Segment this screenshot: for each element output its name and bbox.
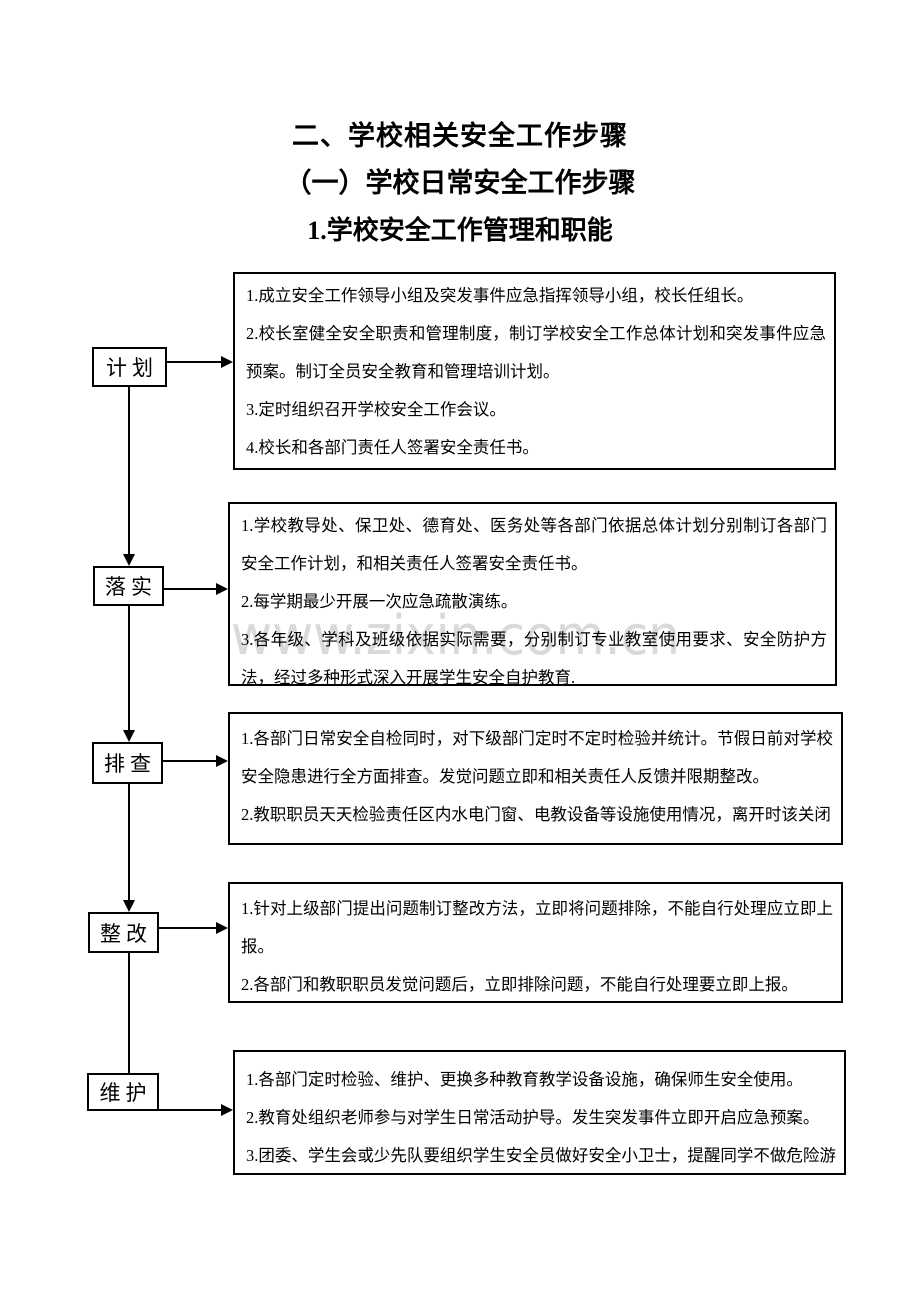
flow-detail-plan: 1.成立安全工作领导小组及突发事件应急指挥领导小组，校长任组长。 2.校长室健全… <box>233 272 836 470</box>
connector-plan-to-implement-arrowhead-icon <box>123 554 135 566</box>
connector-inspect-to-rectify <box>128 784 130 901</box>
inspect-item: 2.教职职员天天检验责任区内水电门窗、电教设备等设施使用情况，离开时该关闭 <box>241 805 831 824</box>
heading-level2: （一）学校日常安全工作步骤 <box>284 168 636 198</box>
plan-item: 2.校长室健全安全职责和管理制度，制订学校安全工作总体计划和突发事件应急预案。制… <box>246 324 826 381</box>
flow-step-rectify-label: 整改 <box>100 921 152 946</box>
flow-step-maintain-label: 维护 <box>99 1081 152 1105</box>
implement-item: 3.各年级、学科及班级依据实际需要，分别制订专业教室使用要求、安全防护方法，经过… <box>241 630 827 686</box>
flow-step-plan: 计划 <box>92 347 167 387</box>
rectify-item: 2.各部门和教职职员发觉问题后，立即排除问题，不能自行处理要立即上报。 <box>241 975 798 994</box>
flow-detail-rectify: 1.针对上级部门提出问题制订整改方法，立即将问题排除，不能自行处理应立即上报。 … <box>228 882 843 1003</box>
connector-implement-to-inspect <box>128 606 130 731</box>
maintain-item: 1.各部门定时检验、维护、更换多种教育教学设备设施，确保师生安全使用。 <box>246 1070 803 1089</box>
flow-step-maintain: 维护 <box>87 1073 159 1111</box>
flow-detail-implement: 1.学校教导处、保卫处、德育处、医务处等各部门依据总体计划分别制订各部门安全工作… <box>228 502 837 686</box>
connector-inspect-arrowhead-icon <box>216 755 228 767</box>
flow-detail-inspect: 1.各部门日常安全自检同时，对下级部门定时不定时检验并统计。节假日前对学校安全隐… <box>228 712 843 845</box>
inspect-item: 1.各部门日常安全自检同时，对下级部门定时不定时检验并统计。节假日前对学校安全隐… <box>241 729 833 786</box>
connector-maintain-arrow <box>159 1109 222 1111</box>
connector-rectify-to-maintain <box>128 953 130 1073</box>
connector-implement-arrow <box>164 588 217 590</box>
connector-rectify-arrow <box>159 927 217 929</box>
flow-detail-maintain: 1.各部门定时检验、维护、更换多种教育教学设备设施，确保师生安全使用。 2.教育… <box>233 1050 846 1175</box>
implement-item: 2.每学期最少开展一次应急疏散演练。 <box>241 592 518 611</box>
connector-plan-arrowhead-icon <box>221 356 233 368</box>
plan-item: 3.定时组织召开学校安全工作会议。 <box>246 400 506 419</box>
connector-plan-to-implement <box>128 387 130 555</box>
flow-step-rectify: 整改 <box>88 912 159 953</box>
flow-step-inspect: 排查 <box>92 742 163 784</box>
plan-item: 1.成立安全工作领导小组及突发事件应急指挥领导小组，校长任组长。 <box>246 286 754 305</box>
connector-implement-arrowhead-icon <box>216 583 228 595</box>
flow-step-inspect-label: 排查 <box>104 752 156 776</box>
connector-maintain-arrowhead-icon <box>221 1104 233 1116</box>
connector-implement-to-inspect-arrowhead-icon <box>123 730 135 742</box>
flow-step-plan-label: 计划 <box>106 356 158 380</box>
connector-rectify-arrowhead-icon <box>216 922 228 934</box>
maintain-item: 3.团委、学生会或少先队要组织学生安全员做好安全小卫士，提醒同学不做危险游 <box>246 1146 836 1165</box>
rectify-item: 1.针对上级部门提出问题制订整改方法，立即将问题排除，不能自行处理应立即上报。 <box>241 899 833 956</box>
watermark-text: www.zixin.com.cn <box>231 604 681 667</box>
flow-step-implement-label: 落实 <box>105 575 157 599</box>
heading-level3: 1.学校安全工作管理和职能 <box>307 216 613 245</box>
maintain-item: 2.教育处组织老师参与对学生日常活动护导。发生突发事件立即开启应急预案。 <box>246 1108 820 1127</box>
connector-inspect-to-rectify-arrowhead-icon <box>123 900 135 912</box>
heading-level1: 二、学校相关安全工作步骤 <box>292 121 628 151</box>
implement-item: 1.学校教导处、保卫处、德育处、医务处等各部门依据总体计划分别制订各部门安全工作… <box>241 516 827 573</box>
connector-inspect-arrow <box>163 760 217 762</box>
flow-step-implement: 落实 <box>93 566 164 606</box>
connector-plan-arrow <box>167 361 222 363</box>
plan-item: 4.校长和各部门责任人签署安全责任书。 <box>246 438 539 457</box>
